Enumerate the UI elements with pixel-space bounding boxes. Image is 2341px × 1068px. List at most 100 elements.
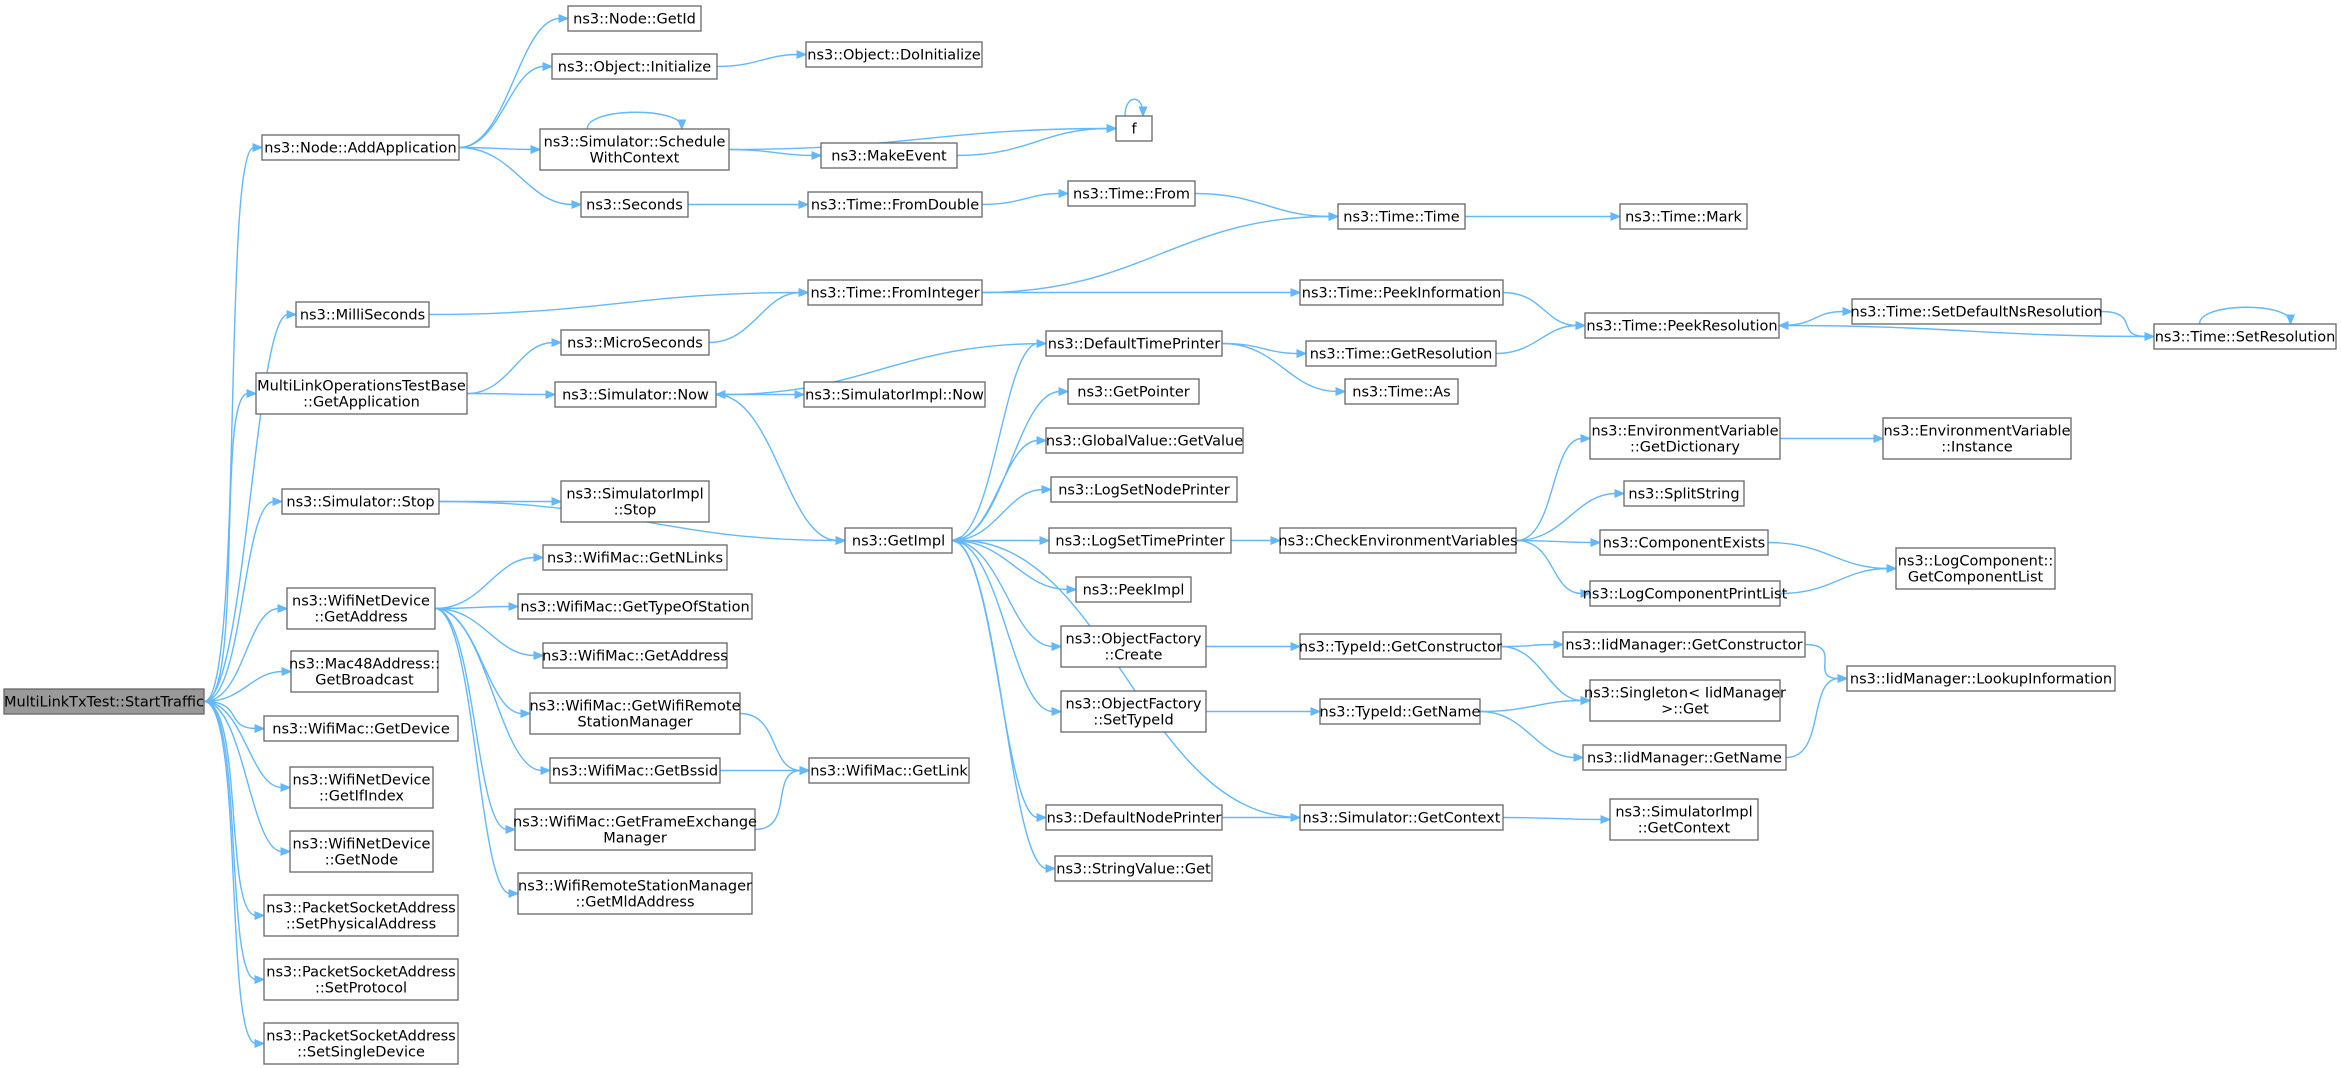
node-fromint[interactable]: ns3::Time::FromInteger [807, 279, 983, 306]
edge-ofsettypeid-to-tidgetname [1206, 706, 1322, 717]
node-splitstr[interactable]: ns3::SplitString [1623, 480, 1745, 507]
node-simstop[interactable]: ns3::Simulator::Stop [281, 488, 440, 515]
node-deftimeprinter[interactable]: ns3::DefaultTimePrinter [1045, 330, 1223, 357]
node-box [255, 372, 468, 415]
node-getnlinks[interactable]: ns3::WifiMac::GetNLinks [542, 544, 728, 571]
node-getnode[interactable]: ns3::WifiNetDevice::GetNode [289, 830, 434, 873]
node-netdevaddr[interactable]: ns3::WifiNetDevice::GetAddress [286, 587, 436, 630]
edge-logsettime-to-checkenv [1231, 535, 1282, 546]
node-envgetdict[interactable]: ns3::EnvironmentVariable::GetDictionary [1589, 417, 1781, 460]
node-ofcreate[interactable]: ns3::ObjectFactory::Create [1060, 625, 1207, 668]
node-macaddr[interactable]: ns3::WifiMac::GetAddress [542, 642, 728, 669]
edge-root-to-netdevaddr [203, 603, 289, 703]
node-checkenv[interactable]: ns3::CheckEnvironmentVariables [1278, 527, 1518, 554]
node-box [514, 808, 756, 851]
node-root[interactable]: MultiLinkTxTest::StartTraffic [3, 688, 205, 715]
node-simimplnow[interactable]: ns3::SimulatorImpl::Now [803, 381, 986, 408]
node-timefrom[interactable]: ns3::Time::From [1067, 180, 1196, 207]
edge-logcompprint-to-logcomplist [1779, 563, 1898, 595]
node-label: ns3::WifiMac::GetFrameExchange [513, 815, 757, 831]
node-getdevice[interactable]: ns3::WifiMac::GetDevice [263, 715, 459, 742]
node-getifindex[interactable]: ns3::WifiNetDevice::GetIfIndex [289, 766, 434, 809]
node-label: WithContext [590, 151, 680, 167]
node-timemark[interactable]: ns3::Time::Mark [1619, 203, 1748, 230]
node-getrsm[interactable]: ns3::WifiMac::GetWifiRemoteStationManage… [529, 692, 741, 735]
node-mac48[interactable]: ns3::Mac48Address::GetBroadcast [289, 650, 440, 693]
edge-tidgetctor-to-iidgetctor [1500, 639, 1565, 650]
node-makeevent[interactable]: ns3::MakeEvent [820, 142, 958, 169]
node-box [549, 757, 721, 784]
node-label: ns3::WifiMac::GetTypeOfStation [520, 600, 749, 616]
node-addapp[interactable]: ns3::Node::AddApplication [261, 134, 460, 161]
edge-millisec-to-fromint [428, 287, 810, 316]
node-simnow[interactable]: ns3::Simulator::Now [554, 381, 717, 408]
node-fnode[interactable]: f [1115, 115, 1153, 142]
node-gvgetvalue[interactable]: ns3::GlobalValue::GetValue [1045, 427, 1244, 454]
node-iidlookup[interactable]: ns3::IidManager::LookupInformation [1846, 665, 2116, 692]
node-iidgetname[interactable]: ns3::IidManager::GetName [1582, 744, 1787, 771]
node-box [805, 41, 983, 68]
node-label: ns3::LogSetTimePrinter [1055, 534, 1224, 550]
node-timetime[interactable]: ns3::Time::Time [1337, 203, 1466, 230]
node-box [281, 488, 440, 515]
node-simimplstop[interactable]: ns3::SimulatorImpl::Stop [560, 480, 710, 523]
node-strvalget[interactable]: ns3::StringValue::Get [1054, 855, 1213, 882]
node-label: ns3::Simulator::Schedule [544, 135, 726, 151]
node-box [560, 329, 710, 356]
node-logsetnode[interactable]: ns3::LogSetNodePrinter [1050, 476, 1238, 503]
node-getmld[interactable]: ns3::WifiRemoteStationManager::GetMldAdd… [517, 872, 753, 915]
node-box [1299, 633, 1502, 660]
node-nodegetid[interactable]: ns3::Node::GetId [567, 5, 702, 32]
node-getpointer[interactable]: ns3::GetPointer [1067, 378, 1200, 405]
node-box [517, 593, 753, 620]
node-setdefns[interactable]: ns3::Time::SetDefaultNsResolution [1851, 298, 2103, 325]
node-iidgetctor[interactable]: ns3::IidManager::GetConstructor [1562, 631, 1806, 658]
node-getlink[interactable]: ns3::WifiMac::GetLink [808, 757, 970, 784]
node-peekinfo[interactable]: ns3::Time::PeekInformation [1299, 279, 1504, 306]
node-label: ns3::Singleton< IidManager [1584, 686, 1786, 702]
node-getimpl[interactable]: ns3::GetImpl [844, 527, 953, 554]
node-simgetctx[interactable]: ns3::Simulator::GetContext [1299, 804, 1504, 831]
node-tidgetname[interactable]: ns3::TypeId::GetName [1319, 698, 1481, 725]
node-getapp[interactable]: MultiLinkOperationsTestBase::GetApplicat… [255, 372, 468, 415]
node-label: ns3::Mac48Address:: [289, 657, 440, 673]
node-millisec[interactable]: ns3::MilliSeconds [295, 301, 430, 328]
node-singleton[interactable]: ns3::Singleton< IidManager>::Get [1584, 679, 1786, 722]
node-label: ns3::WifiMac::GetAddress [542, 649, 728, 665]
node-box [286, 587, 436, 630]
node-fromdouble[interactable]: ns3::Time::FromDouble [807, 191, 983, 218]
node-getres[interactable]: ns3::Time::GetResolution [1305, 340, 1497, 367]
node-microsec[interactable]: ns3::MicroSeconds [560, 329, 710, 356]
node-box [289, 766, 434, 809]
edge-getapp-to-microsec [466, 337, 563, 395]
node-tidgetctor[interactable]: ns3::TypeId::GetConstructor [1299, 633, 1502, 660]
node-peekres[interactable]: ns3::Time::PeekResolution [1584, 312, 1780, 339]
node-setproto[interactable]: ns3::PacketSocketAddress::SetProtocol [263, 958, 459, 1001]
node-gettype[interactable]: ns3::WifiMac::GetTypeOfStation [517, 593, 753, 620]
node-ofsettypeid[interactable]: ns3::ObjectFactory::SetTypeId [1060, 690, 1207, 733]
node-timeas[interactable]: ns3::Time::As [1344, 378, 1459, 405]
node-setres[interactable]: ns3::Time::SetResolution [2153, 323, 2337, 350]
node-setsingle[interactable]: ns3::PacketSocketAddress::SetSingleDevic… [263, 1022, 459, 1065]
node-objinit[interactable]: ns3::Object::Initialize [551, 53, 718, 80]
node-setphys[interactable]: ns3::PacketSocketAddress::SetPhysicalAdd… [263, 894, 459, 937]
node-envinst[interactable]: ns3::EnvironmentVariable::Instance [1882, 417, 2072, 460]
node-logsettime[interactable]: ns3::LogSetTimePrinter [1048, 527, 1232, 554]
node-getbssid[interactable]: ns3::WifiMac::GetBssid [549, 757, 721, 784]
edge-root-to-millisec [203, 309, 298, 703]
node-defnodeprinter[interactable]: ns3::DefaultNodePrinter [1045, 804, 1223, 831]
node-logcompprint[interactable]: ns3::LogComponentPrintList [1583, 580, 1788, 607]
node-label: ::Instance [1941, 440, 2013, 456]
node-peekimpl[interactable]: ns3::PeekImpl [1075, 576, 1192, 603]
edge-fromint-to-timetime [981, 211, 1340, 294]
edge-simgetctx-to-simimplctx [1502, 814, 1612, 825]
node-label: ns3::PacketSocketAddress [266, 965, 455, 981]
node-logcomplist[interactable]: ns3::LogComponent::GetComponentList [1895, 547, 2056, 590]
node-seconds[interactable]: ns3::Seconds [580, 191, 689, 218]
node-label: ns3::WifiMac::GetLink [810, 764, 968, 780]
node-simimplctx[interactable]: ns3::SimulatorImpl::GetContext [1609, 798, 1759, 841]
node-compexists[interactable]: ns3::ComponentExists [1599, 529, 1769, 556]
node-objdoinit[interactable]: ns3::Object::DoInitialize [805, 41, 983, 68]
